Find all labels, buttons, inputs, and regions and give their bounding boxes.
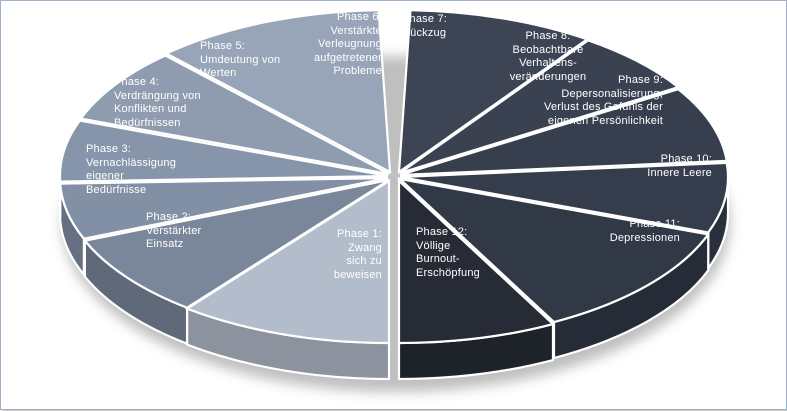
phase-11-label: Phase 11:Depressionen (570, 218, 680, 245)
phase-9-label: Phase 9:Depersonalisierung,Verlust des G… (523, 74, 663, 128)
phase-10-label: Phase 10:Innere Leere (600, 153, 712, 180)
phase-7-label: Phase 7:Rückzug (402, 13, 472, 40)
